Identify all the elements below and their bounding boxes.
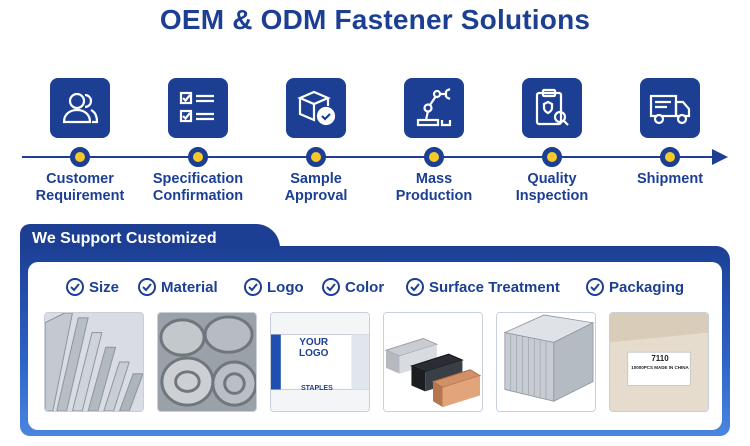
logo-sample-image: YOUR LOGO STAPLES xyxy=(270,312,370,412)
step-shipment: Shipment xyxy=(610,0,730,210)
option-surface-treatment: Surface Treatment xyxy=(406,276,560,298)
option-color: Color xyxy=(322,276,384,298)
clipboard-search-icon xyxy=(522,78,582,138)
logo-sample-text: YOUR LOGO xyxy=(299,337,329,359)
option-logo: Logo xyxy=(244,276,304,298)
timeline-dot xyxy=(542,147,562,167)
timeline-dot xyxy=(188,147,208,167)
check-icon xyxy=(586,278,604,296)
customized-heading: We Support Customized xyxy=(32,230,217,247)
check-icon xyxy=(138,278,156,296)
timeline-dot xyxy=(424,147,444,167)
check-icon xyxy=(244,278,262,296)
check-icon xyxy=(406,278,424,296)
timeline-dot xyxy=(70,147,90,167)
check-icon xyxy=(322,278,340,296)
option-size: Size xyxy=(66,276,119,298)
material-sample-image xyxy=(157,312,257,412)
robot-arm-icon xyxy=(404,78,464,138)
timeline-dot xyxy=(306,147,326,167)
packaging-sample-image: 7110 10000PCS MADE IN CHINA xyxy=(609,312,709,412)
option-packaging: Packaging xyxy=(586,276,684,298)
box-check-icon xyxy=(286,78,346,138)
truck-icon xyxy=(640,78,700,138)
size-sample-image xyxy=(44,312,144,412)
step-label: Shipment xyxy=(636,171,704,187)
option-material: Material xyxy=(138,276,218,298)
timeline-arrow-icon xyxy=(712,149,728,165)
check-icon xyxy=(66,278,84,296)
timeline-dot xyxy=(660,147,680,167)
checklist-icon xyxy=(168,78,228,138)
box-label: 7110 10000PCS MADE IN CHINA xyxy=(631,354,689,370)
users-icon xyxy=(50,78,110,138)
color-sample-image xyxy=(383,312,483,412)
surface-treatment-sample-image xyxy=(496,312,596,412)
process-timeline xyxy=(22,156,714,158)
page-title: OEM & ODM Fastener Solutions xyxy=(159,4,591,35)
staples-label: STAPLES xyxy=(301,385,333,392)
